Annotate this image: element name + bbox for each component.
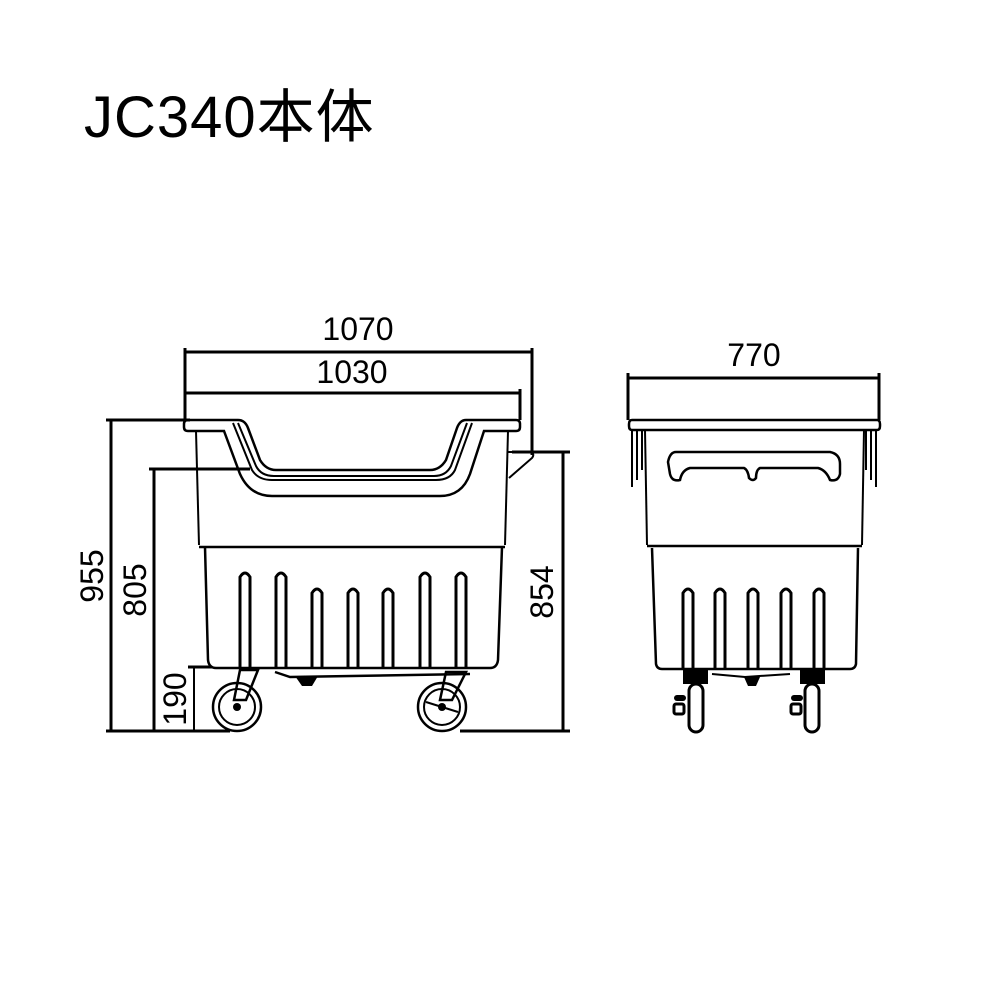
cart-lower-body — [203, 546, 504, 670]
drain-plug — [295, 676, 318, 686]
side-caster-left — [672, 670, 708, 734]
rib — [346, 587, 360, 668]
dimension-label-770: 770 — [727, 337, 780, 373]
dimension-overall-width: 1070 — [183, 311, 534, 455]
rib — [310, 587, 324, 668]
side-caster-right — [789, 670, 825, 734]
dimension-label-805: 805 — [117, 563, 153, 616]
cart-upper-body — [195, 430, 535, 549]
side-handle — [666, 450, 842, 482]
rib — [381, 587, 395, 668]
drawing-title: JC340本体 — [84, 85, 375, 150]
dimension-depth: 770 — [626, 337, 881, 420]
side-base — [711, 673, 791, 686]
dimension-label-955: 955 — [74, 549, 110, 602]
rib — [713, 587, 727, 669]
rib — [746, 587, 760, 669]
dimension-body-height: 805 — [117, 467, 250, 731]
rib — [418, 571, 432, 668]
side-rim — [627, 418, 882, 487]
side-drain-plug — [744, 677, 760, 686]
side-view: 770 — [626, 337, 882, 734]
dimension-overall-height: 955 — [74, 418, 230, 733]
dimension-caster-height: 190 — [157, 665, 212, 731]
side-upper-body — [644, 429, 865, 548]
rib — [274, 571, 288, 668]
dimension-side-height: 854 — [460, 450, 570, 733]
cart-base — [274, 670, 471, 686]
rib — [681, 587, 695, 669]
front-view: 1070 1030 955 805 190 — [74, 311, 570, 733]
dimension-label-190: 190 — [157, 672, 193, 725]
caster-right — [416, 670, 469, 733]
rib — [238, 571, 252, 668]
rib — [812, 587, 826, 669]
side-lower-body — [650, 547, 860, 671]
dimension-rim-width: 1030 — [185, 354, 522, 420]
dimension-label-1070: 1070 — [322, 311, 393, 347]
side-ribs — [681, 587, 826, 669]
rib — [454, 571, 468, 668]
dimension-label-1030: 1030 — [316, 354, 387, 390]
dimension-label-854: 854 — [524, 565, 560, 618]
cart-ribs — [238, 571, 468, 668]
rib — [779, 587, 793, 669]
cart-rim — [182, 418, 522, 498]
caster-left — [211, 668, 263, 733]
